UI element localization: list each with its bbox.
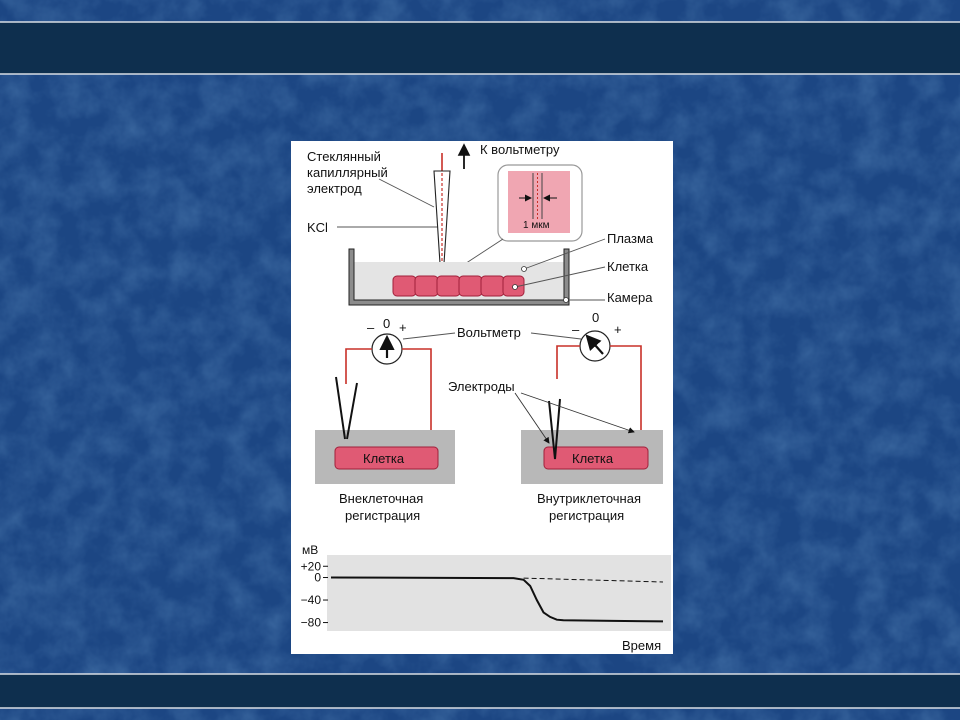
label-micron: 1 мкм [523, 220, 550, 231]
leader-voltmeter-left [402, 332, 456, 340]
chart-y-tick-label: −40 [301, 593, 322, 607]
chart-series-solid [330, 576, 664, 623]
wire-left-ground [402, 348, 432, 433]
bottom-band [0, 674, 960, 708]
cell-box-right-label: Клетка [572, 451, 614, 466]
label-extracellular-line2: регистрация [345, 508, 420, 523]
voltmeter-right-zero: 0 [592, 310, 599, 325]
label-plasma: Плазма [607, 231, 654, 246]
cell-box-left-label: Клетка [363, 451, 405, 466]
label-kcl: KCl [307, 220, 328, 235]
voltmeter-left: 0 – + [367, 316, 407, 365]
leader-voltmeter-right [530, 332, 582, 340]
leader-plasma [523, 238, 606, 270]
chart-y-tick-label: +20 [301, 559, 322, 573]
membrane-potential-diagram: К вольтметру Стеклянный капиллярный элек… [301, 142, 671, 653]
cell-box-right [543, 446, 649, 470]
voltmeter-right-minus: – [572, 322, 580, 337]
label-intracellular-line1: Внутриклеточная [537, 491, 641, 506]
chart-plot-area [327, 555, 671, 631]
chart-traces [330, 576, 664, 623]
tip-inset [508, 171, 570, 233]
label-cell: Клетка [607, 259, 649, 274]
label-electrodes: Электроды [448, 379, 515, 394]
cell [392, 275, 417, 297]
label-intracellular-line2: регистрация [549, 508, 624, 523]
electrode-left [335, 376, 358, 440]
cell [414, 275, 439, 297]
label-to-voltmeter: К вольтметру [480, 142, 560, 157]
chart-y-tick-label: −80 [301, 616, 322, 630]
leader-chamber-dot [563, 297, 569, 303]
voltmeter-left-minus: – [367, 320, 375, 335]
voltmeter-right-plus: + [614, 322, 622, 337]
chart-ylabel: мВ [302, 543, 318, 557]
chart-series-dashed [523, 577, 664, 583]
figure-panel: К вольтметру Стеклянный капиллярный элек… [291, 141, 673, 654]
wire-left [345, 348, 372, 384]
voltmeter-right-needle [585, 334, 604, 355]
chamber [348, 248, 570, 306]
voltmeter-left-zero: 0 [383, 316, 390, 331]
wire-right [556, 345, 580, 379]
label-electrode-line3: электрод [307, 181, 362, 196]
label-extracellular-line1: Внеклеточная [339, 491, 423, 506]
label-chamber: Камера [607, 290, 653, 305]
leader-electrode [378, 178, 435, 208]
leader-electrodes-1 [514, 392, 550, 444]
voltmeter-right: 0 – + [572, 310, 622, 362]
cell-row [392, 275, 525, 297]
top-band [0, 22, 960, 74]
label-voltmeter: Вольтметр [457, 325, 521, 340]
label-electrode-line1: Стеклянный [307, 149, 381, 164]
chart-xlabel: Время [622, 638, 661, 653]
leader-plasma-dot [521, 266, 527, 272]
electrode-right [548, 398, 561, 460]
cell [480, 275, 505, 297]
leader-electrodes-2 [520, 392, 635, 434]
cell [458, 275, 483, 297]
cell-box-left [334, 446, 439, 470]
leader-cell-dot [512, 284, 518, 290]
cell [436, 275, 461, 297]
voltmeter-left-plus: + [399, 320, 407, 335]
chart-y-tick-label: 0 [314, 571, 321, 585]
wire-right-ground [610, 345, 642, 433]
potential-chart: мВ +200 −40 −80 Время [301, 543, 671, 653]
label-electrode-line2: капиллярный [307, 165, 388, 180]
chart-y-ticks: +200 −40 −80 [301, 559, 328, 630]
leader-cell [514, 266, 606, 288]
